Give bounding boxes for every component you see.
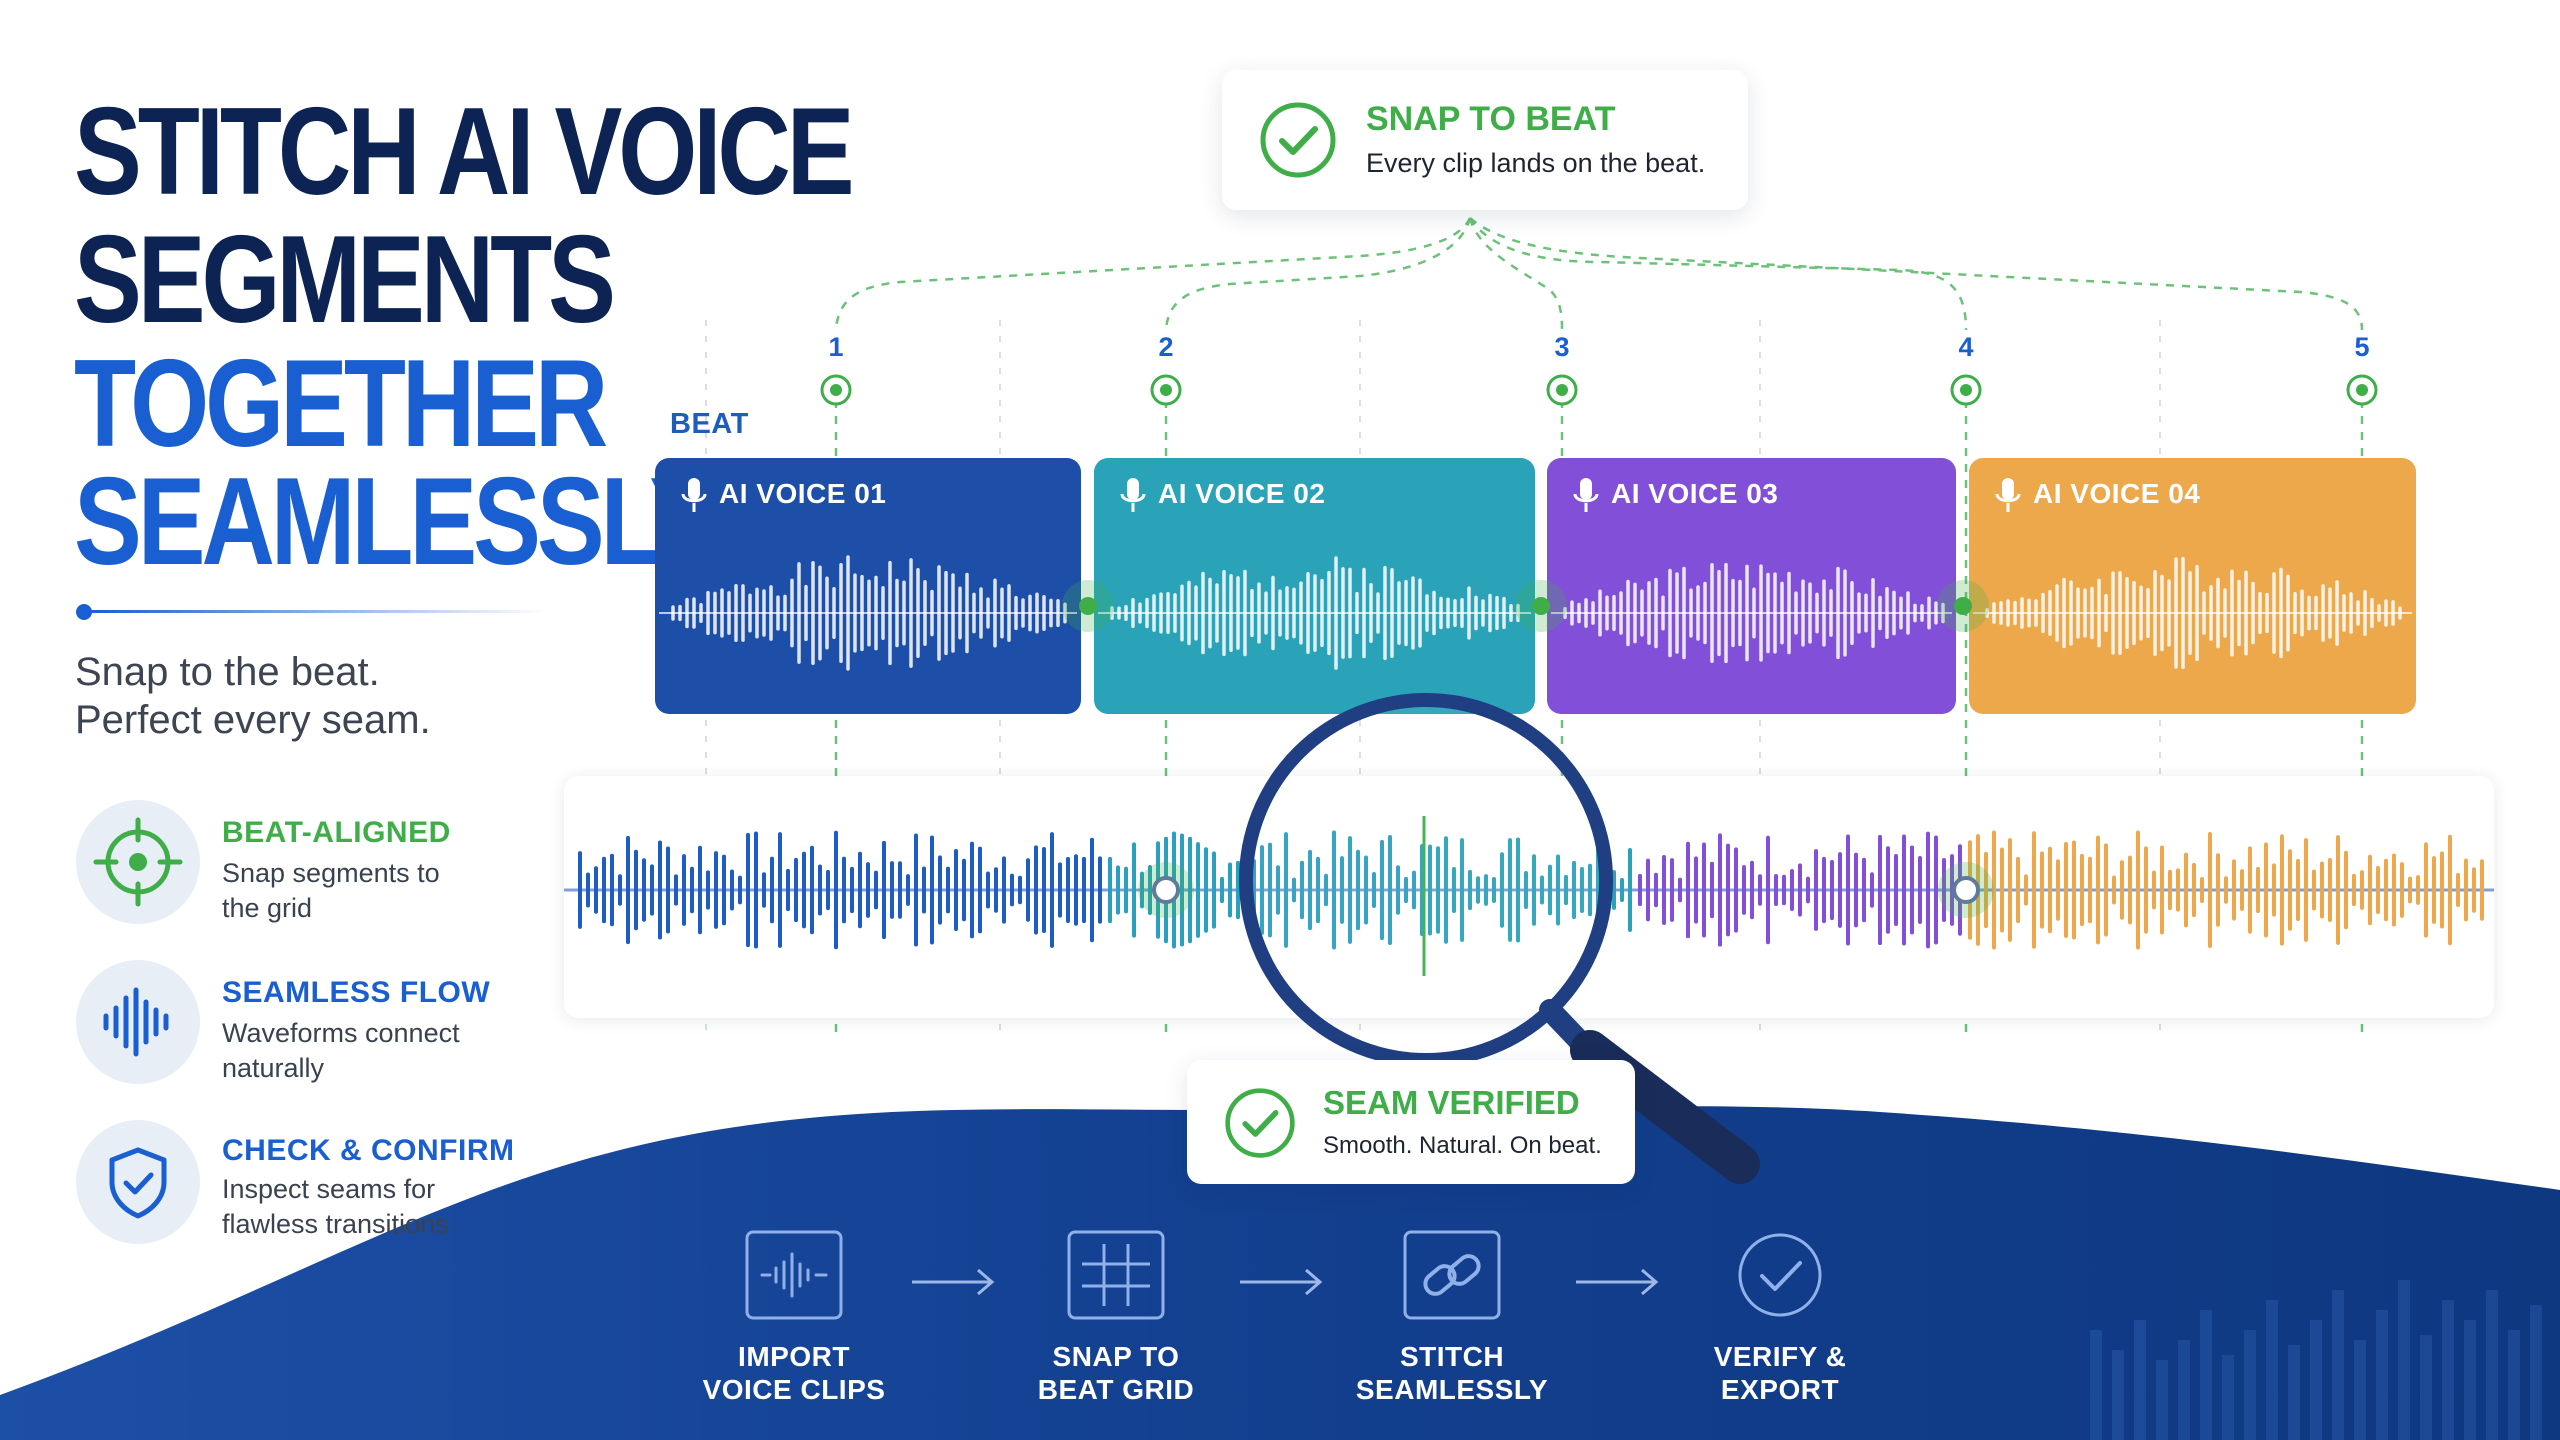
clip-waveform	[1551, 562, 1952, 664]
crosshair-icon	[93, 817, 183, 907]
headline-line-2: SEGMENTS	[74, 211, 616, 349]
clip-waveform	[659, 555, 1077, 671]
feature-title-beat-aligned: BEAT-ALIGNED	[222, 816, 451, 849]
feature-title-check-confirm: CHECK & CONFIRM	[222, 1134, 515, 1167]
voice-clip-01[interactable]: AI VOICE 01	[655, 458, 1081, 714]
clip-label: AI VOICE 02	[1158, 478, 1326, 509]
snap-card-title: SNAP TO BEAT	[1366, 100, 1616, 138]
voice-clip-03[interactable]: AI VOICE 03	[1547, 458, 1956, 714]
feature-icon-circle	[76, 1120, 200, 1244]
grid-icon	[1067, 1230, 1165, 1320]
seam-card-subtitle: Smooth. Natural. On beat.	[1323, 1132, 1602, 1159]
seam-card-title: SEAM VERIFIED	[1323, 1084, 1580, 1121]
check-circle-icon	[1738, 1233, 1822, 1317]
arrow-right-icon	[912, 1268, 995, 1296]
headline-divider	[76, 604, 550, 620]
waveform-icon	[103, 987, 169, 1057]
step-4-label: VERIFY &EXPORT	[1713, 1341, 1847, 1405]
stitched-timeline[interactable]	[564, 776, 2494, 1018]
arrow-right-icon	[1240, 1268, 1323, 1296]
feature-desc-seamless-flow: Waveforms connect naturally	[222, 1018, 460, 1083]
clip-waveform	[1973, 556, 2412, 670]
headline-line-3: TOGETHER	[74, 335, 608, 473]
shield-check-icon	[109, 1147, 167, 1219]
beat-label: BEAT	[670, 408, 749, 440]
microphone-icon	[1120, 478, 1146, 512]
clip-label: AI VOICE 03	[1611, 478, 1779, 509]
waveform-icon	[745, 1230, 843, 1320]
stitched-waveform	[564, 816, 2494, 976]
beat-number-1: 1	[828, 332, 844, 362]
arrow-right-icon	[1576, 1268, 1659, 1296]
voice-clip-04[interactable]: AI VOICE 04	[1969, 458, 2416, 714]
beat-number-4: 4	[1958, 332, 1974, 362]
snap-card-subtitle: Every clip lands on the beat.	[1366, 148, 1706, 178]
feature-title-seamless-flow: SEAMLESS FLOW	[222, 976, 491, 1009]
beat-number-5: 5	[2354, 332, 2370, 362]
headline-line-1: STITCH AI VOICE	[74, 83, 855, 221]
microphone-icon	[1995, 478, 2021, 512]
microphone-icon	[1573, 478, 1599, 512]
feature-icon-circle	[76, 800, 200, 924]
beat-number-3: 3	[1554, 332, 1570, 362]
tagline-line-2: Perfect every seam.	[75, 698, 431, 742]
clip-label: AI VOICE 01	[719, 478, 887, 509]
seam-verified-card: SEAM VERIFIED Smooth. Natural. On beat.	[1187, 1060, 1635, 1184]
beat-number-2: 2	[1158, 332, 1174, 362]
clip-waveform	[1098, 556, 1531, 670]
clip-label: AI VOICE 04	[2033, 478, 2201, 509]
check-circle-icon	[1260, 102, 1336, 178]
voice-clip-02[interactable]: AI VOICE 02	[1094, 458, 1535, 714]
feature-desc-beat-aligned: Snap segments to the grid	[222, 858, 440, 923]
snap-to-beat-card: SNAP TO BEAT Every clip lands on the bea…	[1222, 70, 1748, 210]
link-icon	[1403, 1230, 1501, 1320]
feature-desc-check-confirm: Inspect seams for flawless transitions	[222, 1174, 449, 1239]
microphone-icon	[681, 478, 707, 512]
check-circle-icon	[1225, 1088, 1295, 1158]
headline-line-4: SEAMLESSLY	[74, 453, 717, 591]
feature-icon-circle	[76, 960, 200, 1084]
tagline-line-1: Snap to the beat.	[75, 650, 380, 694]
